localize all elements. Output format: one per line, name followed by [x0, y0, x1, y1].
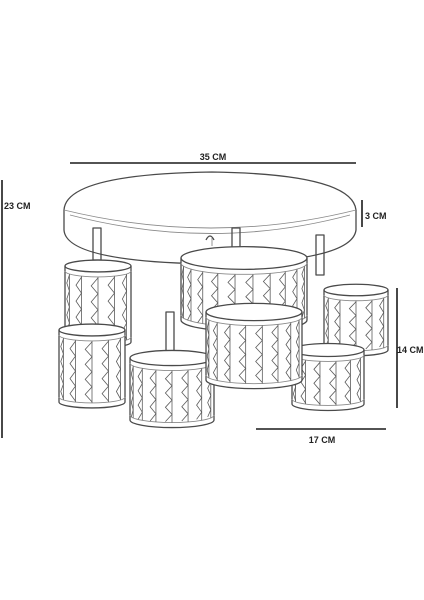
dimension-height-total: 23 CM	[1, 180, 31, 438]
crystal-shade-center-bottom	[205, 302, 303, 390]
dimension-shade-height: 14 CM	[396, 288, 424, 408]
dimension-shade-diameter: 17 CM	[256, 428, 386, 445]
dimension-height-total-label: 23 CM	[4, 201, 31, 211]
crystal-shades	[58, 246, 389, 429]
dimension-shade-height-label: 14 CM	[397, 345, 424, 355]
dimension-shade-diameter-label: 17 CM	[309, 435, 336, 445]
dimension-base-thickness: 3 CM	[361, 200, 387, 227]
crystal-shade-right-bottom	[291, 342, 365, 412]
dimension-width-total: 35 CM	[70, 152, 356, 164]
crystal-shade-left-bottom	[58, 323, 126, 409]
crystal-shade-front-left	[129, 349, 215, 429]
dimension-base-thickness-label: 3 CM	[365, 211, 387, 221]
dimension-width-total-label: 35 CM	[200, 152, 227, 162]
